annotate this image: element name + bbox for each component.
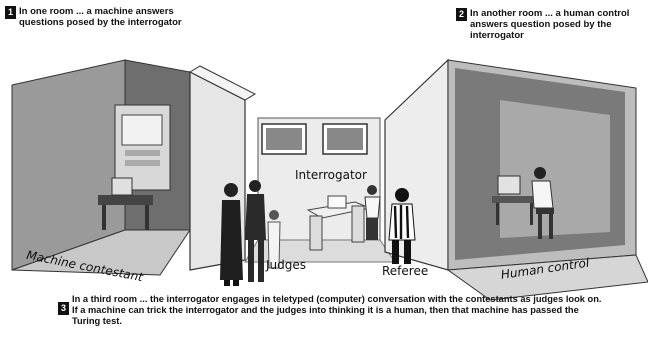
interrogator-room: [244, 117, 396, 263]
step3-number: 3: [58, 302, 69, 315]
step1-text: In one room ... a machine answers questi…: [19, 6, 182, 28]
machine-room: [11, 59, 257, 276]
referee-label: Referee: [382, 264, 429, 278]
wall-picture-left: [261, 123, 307, 155]
step3-caption: 3In a third room ... the interrogator en…: [58, 294, 618, 327]
judge-man: [245, 180, 266, 282]
wall-picture-right: [322, 123, 368, 155]
human-figure: [531, 167, 554, 239]
judge-third: [267, 210, 281, 269]
step2-text: In another room ... a human control answ…: [470, 8, 630, 41]
judges-label: Judges: [266, 258, 307, 272]
human-computer: [492, 175, 537, 225]
step1-number: 1: [5, 6, 16, 19]
human-room: [384, 58, 648, 301]
referee-figure: [388, 188, 416, 264]
interrogator-desk: [306, 195, 372, 251]
step2-number: 2: [456, 8, 467, 21]
judges-figures: [220, 180, 281, 286]
machine-computer: [98, 104, 171, 230]
interrogator-label: Interrogator: [295, 168, 367, 182]
step3-text: In a third room ... the interrogator eng…: [72, 294, 602, 326]
judge-woman: [220, 183, 243, 286]
interrogator-figure: [364, 185, 381, 240]
